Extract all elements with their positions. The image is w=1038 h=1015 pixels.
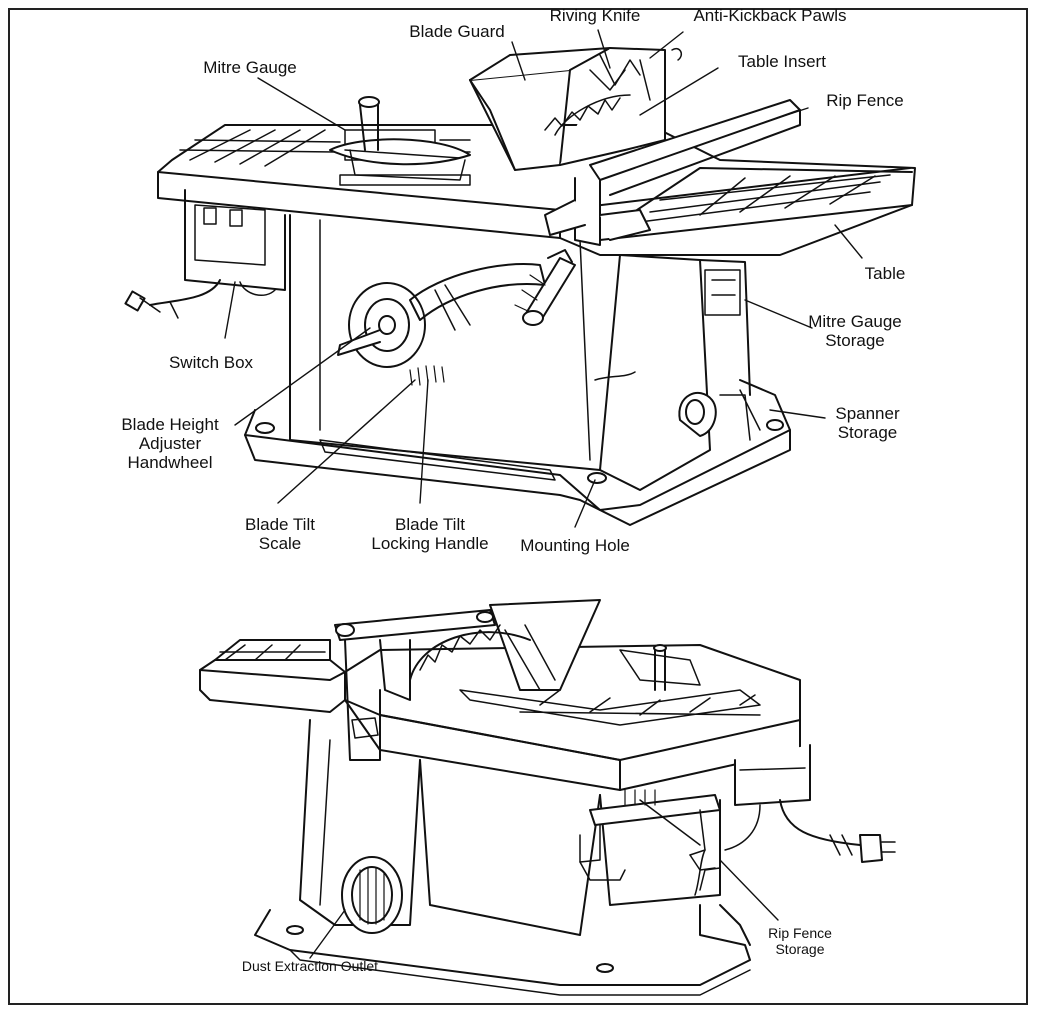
label-dust-extraction-outlet: Dust Extraction Outlet bbox=[241, 958, 379, 974]
label-table: Table bbox=[864, 264, 906, 283]
label-blade-height-line2: Adjuster bbox=[138, 434, 202, 453]
label-spanner-storage-line1: Spanner bbox=[835, 404, 900, 423]
label-anti-kickback-pawls: Anti-Kickback Pawls bbox=[693, 6, 847, 25]
label-spanner-storage: Spanner Storage bbox=[815, 404, 920, 442]
diagram-frame bbox=[8, 8, 1028, 1005]
label-blade-height-line1: Blade Height bbox=[121, 415, 219, 434]
label-blade-tilt-scale: Blade Tilt Scale bbox=[215, 515, 345, 553]
label-blade-tilt-locking-handle: Blade Tilt Locking Handle bbox=[350, 515, 510, 553]
label-mitre-gauge-storage: Mitre Gauge Storage bbox=[790, 312, 920, 350]
label-switch-box: Switch Box bbox=[168, 353, 254, 372]
label-riving-knife: Riving Knife bbox=[549, 6, 641, 25]
label-spanner-storage-line2: Storage bbox=[837, 423, 898, 442]
label-mitre-gauge-storage-line2: Storage bbox=[825, 331, 885, 350]
label-blade-tilt-scale-line1: Blade Tilt bbox=[245, 515, 315, 534]
bottom-saw-drawing bbox=[199, 599, 896, 996]
label-rip-fence-storage-line2: Storage bbox=[775, 941, 825, 957]
label-rip-fence: Rip Fence bbox=[826, 91, 904, 110]
label-table-insert: Table Insert bbox=[738, 52, 826, 71]
label-rip-fence-storage: Rip Fence Storage bbox=[745, 925, 855, 957]
label-mounting-hole: Mounting Hole bbox=[520, 536, 630, 555]
label-blade-tilt-scale-line2: Scale bbox=[258, 534, 302, 553]
label-blade-tilt-locking-line1: Blade Tilt bbox=[395, 515, 465, 534]
label-blade-height-adjuster-handwheel: Blade Height Adjuster Handwheel bbox=[100, 415, 240, 472]
label-mitre-gauge: Mitre Gauge bbox=[203, 58, 297, 77]
label-blade-guard: Blade Guard bbox=[409, 22, 505, 41]
label-mitre-gauge-storage-line1: Mitre Gauge bbox=[808, 312, 902, 331]
label-rip-fence-storage-line1: Rip Fence bbox=[768, 925, 832, 941]
label-blade-tilt-locking-line2: Locking Handle bbox=[371, 534, 489, 553]
leader-lines bbox=[224, 29, 863, 959]
label-blade-height-line3: Handwheel bbox=[127, 453, 213, 472]
top-saw-drawing bbox=[124, 47, 916, 526]
